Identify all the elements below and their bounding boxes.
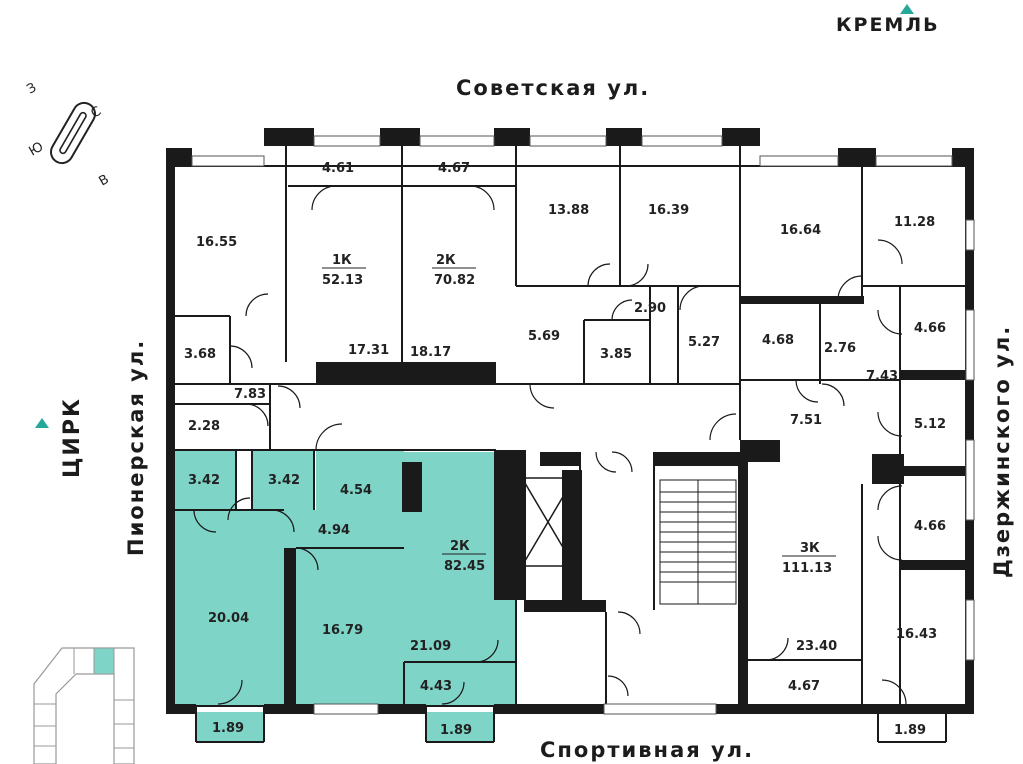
room-area: 4.68 — [762, 333, 794, 348]
compass-south: Ю — [27, 139, 47, 159]
room-area: 4.67 — [438, 161, 470, 176]
room-area: 3.85 — [600, 347, 632, 362]
apartment-type: 1К — [332, 253, 352, 268]
room-area: 3.42 — [188, 473, 220, 488]
apartment-area: 111.13 — [782, 561, 832, 576]
compass: С В Ю З — [25, 80, 112, 188]
room-area: 3.68 — [184, 347, 216, 362]
room-area: 3.42 — [268, 473, 300, 488]
room-area: 20.04 — [208, 611, 249, 626]
room-area: 2.76 — [824, 341, 856, 356]
room-area: 17.31 — [348, 343, 389, 358]
room-area: 5.69 — [528, 329, 560, 344]
apartment-type: 2К — [450, 539, 470, 554]
apartment-area: 70.82 — [434, 273, 475, 288]
room-area: 4.67 — [788, 679, 820, 694]
room-area: 2.90 — [634, 301, 666, 316]
key-plan-highlight — [93, 647, 115, 675]
interior-walls — [173, 146, 967, 743]
windows — [191, 135, 975, 715]
room-area: 21.09 — [410, 639, 451, 654]
room-area: 4.94 — [318, 523, 350, 538]
apartment-type: 3К — [800, 541, 820, 556]
room-area: 13.88 — [548, 203, 589, 218]
street-north-label: Советская ул. — [456, 76, 651, 100]
room-area: 4.43 — [420, 679, 452, 694]
room-area: 7.51 — [790, 413, 822, 428]
stairs-icon — [659, 479, 737, 605]
room-area: 4.54 — [340, 483, 372, 498]
elevator-icon — [521, 477, 575, 567]
room-area: 5.12 — [914, 417, 946, 432]
room-area: 2.28 — [188, 419, 220, 434]
room-area: 11.28 — [894, 215, 935, 230]
apartment-area: 52.13 — [322, 273, 363, 288]
room-area: 16.43 — [896, 627, 937, 642]
kremlin-marker-icon — [900, 4, 914, 14]
room-area: 4.66 — [914, 321, 946, 336]
room-area: 4.61 — [322, 161, 354, 176]
room-area: 16.39 — [648, 203, 689, 218]
apartment-area: 82.45 — [444, 559, 485, 574]
room-area: 1.89 — [440, 723, 472, 738]
building-key-plan — [33, 647, 135, 764]
room-area: 7.43 — [866, 369, 898, 384]
room-area: 7.83 — [234, 387, 266, 402]
room-area: 23.40 — [796, 639, 837, 654]
street-south-label: Спортивная ул. — [540, 738, 755, 762]
room-area: 4.66 — [914, 519, 946, 534]
room-area: 18.17 — [410, 345, 451, 360]
room-area: 5.27 — [688, 335, 720, 350]
compass-rose-icon — [50, 101, 96, 165]
circus-marker-icon — [35, 418, 49, 428]
room-area: 16.79 — [322, 623, 363, 638]
room-area: 1.89 — [894, 723, 926, 738]
walls — [166, 128, 974, 714]
apartment-type: 2К — [436, 253, 456, 268]
doors — [193, 185, 907, 705]
kremlin-label: КРЕМЛЬ — [836, 14, 940, 36]
room-area: 16.64 — [780, 223, 821, 238]
room-area: 1.89 — [212, 721, 244, 736]
room-area: 16.55 — [196, 235, 237, 250]
